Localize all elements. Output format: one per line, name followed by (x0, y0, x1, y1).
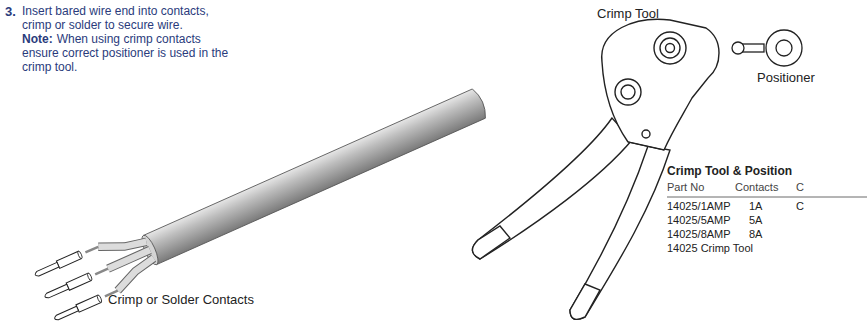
contact-pin (44, 284, 69, 299)
table-cell: 14025/5AMP (667, 214, 731, 227)
tool-die (666, 44, 675, 53)
contact-mouth (87, 273, 93, 282)
table-header: Part No (667, 181, 704, 194)
note-heading: Note: (22, 32, 53, 46)
table-header: Contacts (735, 181, 778, 194)
cable (34, 76, 494, 322)
part-name: Positioner (757, 70, 815, 85)
contact (34, 251, 83, 279)
table-title: Crimp Tool & Position (667, 164, 792, 178)
positioner (732, 30, 802, 66)
tool-handle (472, 118, 632, 259)
tool-joint (628, 142, 664, 150)
contact-mouth (96, 295, 102, 304)
bare-conductor (95, 269, 108, 275)
table-cell: 8A (749, 228, 762, 241)
contact-mouth (77, 251, 83, 260)
tool-head (602, 19, 719, 150)
wire-insulation (112, 258, 160, 290)
instruction-text: Insert bared wire end into contacts, cri… (22, 4, 237, 32)
part-name: Crimp Tool (597, 6, 659, 21)
tool-pivot (642, 130, 650, 138)
tool-die (654, 32, 686, 64)
table-rule (667, 197, 867, 198)
part-name: Crimp or Solder Contacts (108, 292, 254, 307)
note-paragraph: Note:When using crimp contacts ensure co… (22, 32, 237, 74)
table-header: C (796, 181, 804, 194)
step-number: 3. (5, 4, 16, 19)
handle-grip (472, 226, 510, 259)
positioner-hole (776, 40, 792, 56)
handle-grip (570, 284, 600, 319)
table-cell: C (796, 200, 804, 213)
table-cell: 14025/8AMP (667, 228, 731, 241)
table-cell: 14025 Crimp Tool (667, 242, 753, 255)
positioner-disc (766, 30, 802, 66)
cable-sheath (143, 87, 489, 264)
bare-conductor (85, 247, 98, 253)
contact-pin (34, 262, 59, 277)
note-text: When using crimp contacts ensure correct… (22, 32, 228, 74)
contact-pin (54, 306, 79, 321)
tool-handle (570, 146, 670, 319)
contact (43, 273, 92, 301)
tool-die (621, 85, 635, 99)
contact (53, 295, 102, 323)
wire-outline (112, 258, 160, 290)
tool-die (615, 79, 641, 105)
positioner-knob (732, 42, 744, 54)
table-cell: 1A (749, 200, 762, 213)
table-cell: 14025/1AMP (667, 200, 731, 213)
wires (34, 224, 162, 322)
table-cell: 5A (749, 214, 762, 227)
tool-die (660, 38, 680, 58)
